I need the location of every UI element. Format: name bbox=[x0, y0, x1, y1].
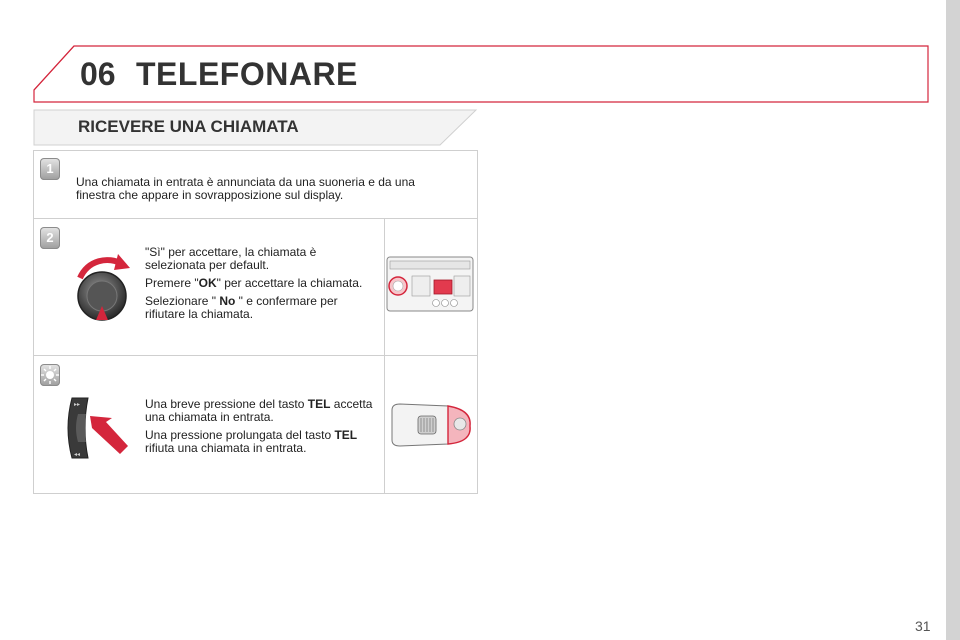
rotary-knob-icon bbox=[77, 254, 130, 321]
step-2-line-2: Premere "OK" per accettare la chiamata. bbox=[145, 276, 363, 290]
step-2-badge: 2 bbox=[40, 227, 60, 249]
step-1-text: Una chiamata in entrata è annunciata da … bbox=[76, 175, 415, 202]
step-1-badge: 1 bbox=[40, 158, 60, 180]
step-3-line-2: Una pressione prolungata del tasto TEL r… bbox=[145, 428, 358, 455]
svg-text:◂◂: ◂◂ bbox=[74, 452, 80, 458]
step-2-line-3: Selezionare " No " e confermare per rifi… bbox=[145, 294, 338, 321]
step-2-line-1: "Sì" per accettare, la chiamata è selezi… bbox=[145, 245, 317, 272]
right-margin-strip bbox=[946, 0, 960, 640]
step-3-text: Una breve pressione del tasto TEL accett… bbox=[145, 398, 380, 460]
step-2-text: "Sì" per accettare, la chiamata è selezi… bbox=[145, 246, 370, 326]
chapter-number: 06 bbox=[80, 56, 116, 92]
chapter-title: TELEFONARE bbox=[136, 56, 358, 92]
page-number: 31 bbox=[915, 618, 931, 634]
step-3-badge bbox=[40, 364, 60, 386]
step-2-divider bbox=[384, 218, 385, 355]
section-title: RICEVERE UNA CHIAMATA bbox=[78, 117, 299, 136]
radio-panel-icon bbox=[386, 256, 474, 312]
stalk-control-icon bbox=[391, 403, 471, 447]
steering-controls-icon: ▸▸ ◂◂ bbox=[67, 397, 128, 459]
step-3-line-1: Una breve pressione del tasto TEL accett… bbox=[145, 397, 373, 424]
header-frame bbox=[33, 45, 929, 146]
svg-text:▸▸: ▸▸ bbox=[74, 402, 80, 408]
step-3-divider bbox=[384, 355, 385, 493]
light-icon bbox=[41, 366, 59, 384]
